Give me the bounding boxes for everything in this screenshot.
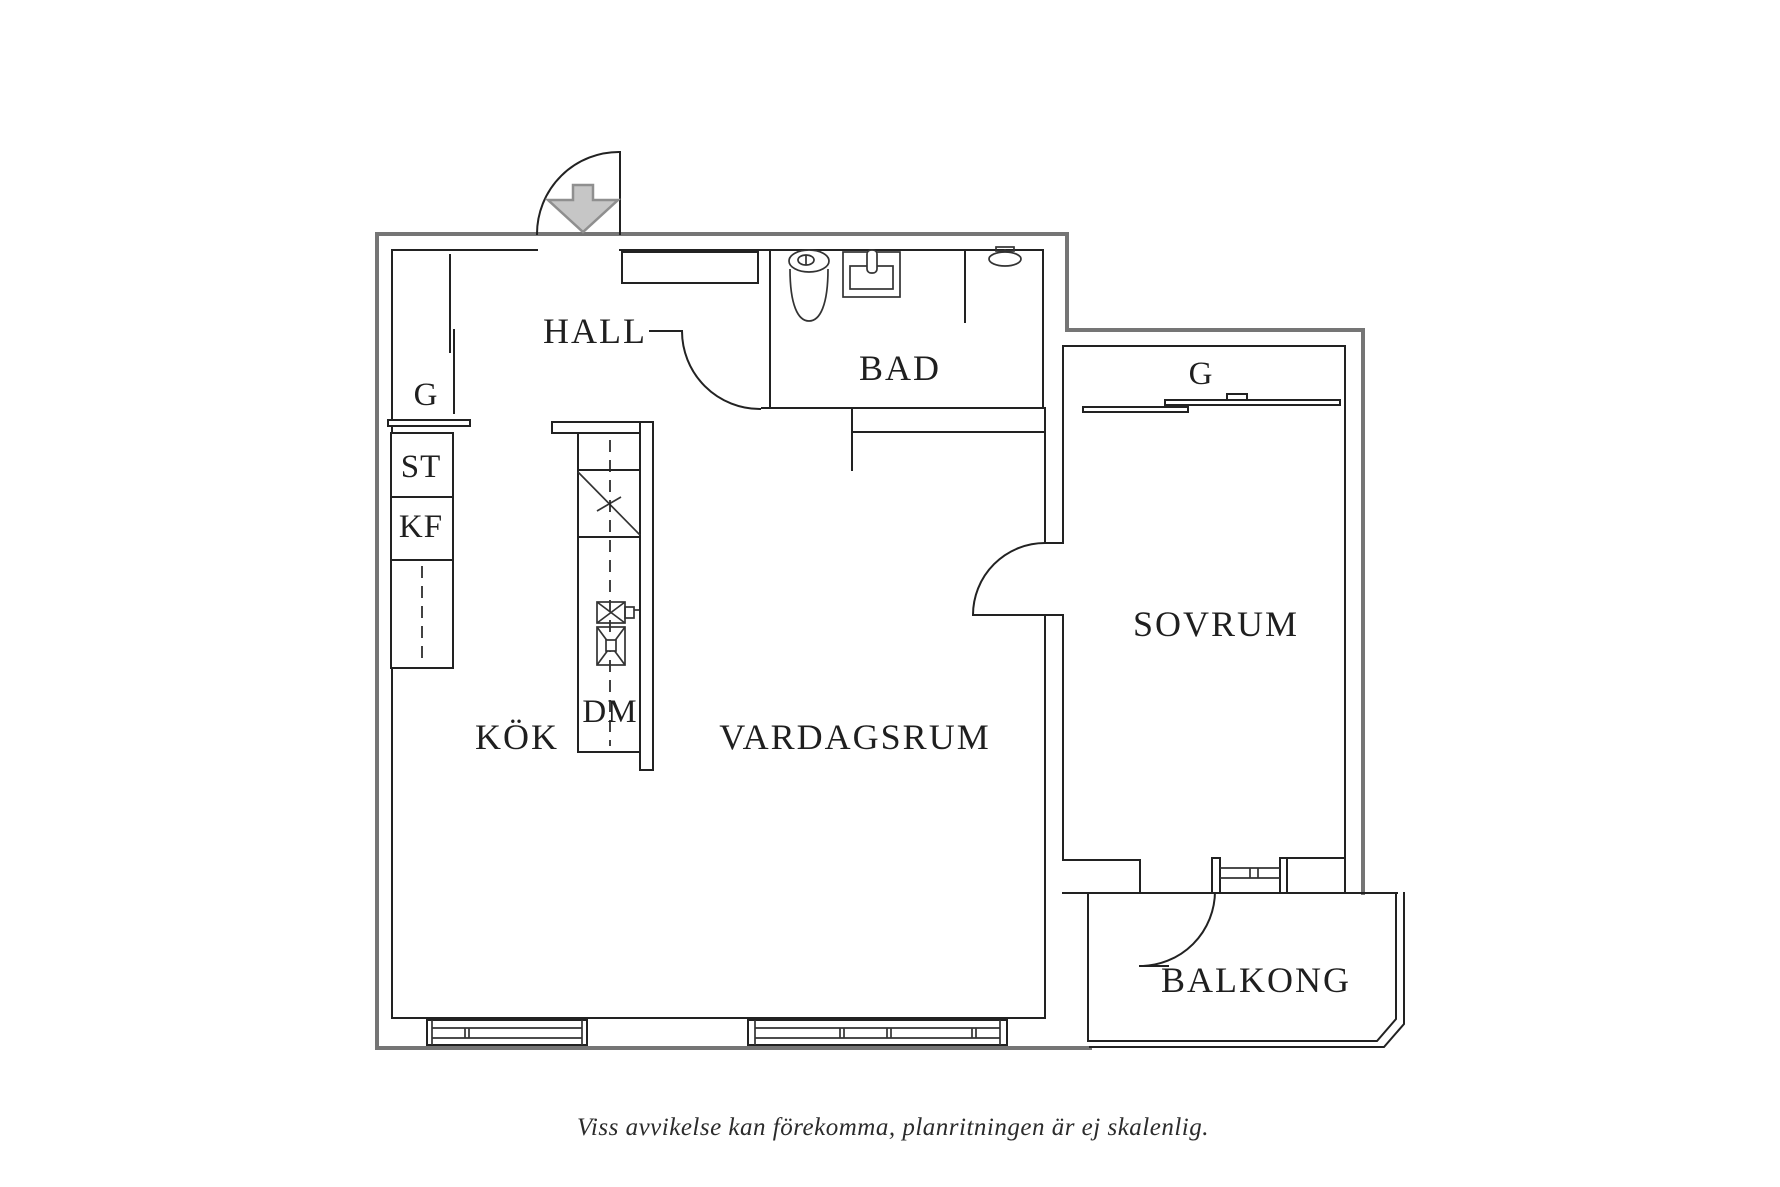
balcony-outer-rail — [1089, 892, 1405, 1048]
sink-unit-drain — [605, 639, 617, 652]
entrance-door — [535, 150, 622, 236]
sovrum-bottom-wall — [1062, 857, 1346, 894]
kf-cabinet — [390, 496, 454, 561]
label-vardagsrum: VARDAGSRUM — [719, 717, 990, 757]
sink-unit-icon — [596, 626, 626, 666]
shower-head-icon — [988, 251, 1022, 267]
inner-walls — [387, 249, 1346, 1019]
label-bedroom-closet: G — [1189, 356, 1214, 392]
label-balkong: BALKONG — [1161, 960, 1351, 1000]
label-hall: HALL — [543, 311, 647, 351]
balcony-door-window — [1138, 857, 1288, 968]
livingroom-window-glazing — [754, 1020, 1001, 1045]
label-kf: KF — [399, 509, 443, 545]
entrance-door-swing-arc — [535, 150, 622, 236]
kitchen-tall-cabinets — [390, 432, 454, 669]
sovrum-door — [971, 541, 1047, 617]
balcony — [1062, 892, 1405, 1048]
toilet-tank-icon — [788, 249, 830, 273]
kitchen-window-glazing — [431, 1020, 583, 1045]
shower-mixer-icon — [995, 246, 1015, 252]
entrance-arrow-icon — [544, 183, 622, 234]
sovrum-west-wall — [1044, 345, 1064, 1019]
tall-cabinet-diagonal — [577, 471, 641, 536]
kitchen-island — [551, 421, 654, 771]
outer-wall-top-right — [375, 232, 1365, 895]
island-body — [577, 432, 641, 753]
label-st: ST — [401, 449, 442, 485]
disclaimer-caption: Viss avvikelse kan förekomma, planritnin… — [577, 1114, 1209, 1141]
window-jamb-left — [1211, 857, 1221, 894]
outer-walls — [375, 232, 1365, 1050]
bathroom-fixtures — [788, 246, 1022, 322]
facade-windows — [426, 1019, 1008, 1046]
bad-shaft-wall — [851, 407, 1046, 433]
balcony-inner-rail — [1087, 892, 1397, 1042]
label-bad: BAD — [859, 348, 941, 388]
outer-wall-left-bottom — [375, 232, 1092, 1050]
bad-door — [649, 329, 762, 411]
sovrum-window-glazing — [1220, 867, 1280, 879]
hob-knob-icon — [624, 606, 635, 619]
hob-cross — [596, 601, 626, 624]
label-kok: KÖK — [475, 717, 559, 757]
label-dm: DM — [582, 694, 637, 730]
sovrum-sliding-panel-1 — [1082, 406, 1189, 413]
window-jamb-right — [1279, 857, 1288, 894]
sovrum-sliding-handle — [1226, 393, 1248, 401]
sink-faucet-icon — [866, 249, 878, 274]
sovrum-wardrobe — [1082, 393, 1341, 413]
toilet-bowl-icon — [789, 268, 829, 322]
hall-closet-sliding-doors — [449, 254, 455, 414]
island-right-fin — [639, 421, 654, 771]
label-hall-closet: G — [414, 377, 439, 413]
bad-door-swing-arc — [680, 329, 762, 411]
balcony-door-swing-arc — [1138, 889, 1217, 968]
room-labels: HALL BAD KÖK VARDAGSRUM SOVRUM BALKONG G… — [399, 311, 1351, 1000]
livingroom-window — [747, 1019, 1008, 1046]
sovrum-sliding-panel-2 — [1164, 399, 1341, 406]
island-top-bar — [551, 421, 654, 434]
hall-wardrobe-niche — [621, 251, 759, 284]
label-sovrum: SOVRUM — [1133, 604, 1299, 644]
kitchen-window — [426, 1019, 588, 1046]
island-dividers — [577, 469, 641, 538]
sovrum-door-swing-arc — [971, 541, 1047, 617]
hall-closet-bottom-wall — [387, 419, 471, 427]
